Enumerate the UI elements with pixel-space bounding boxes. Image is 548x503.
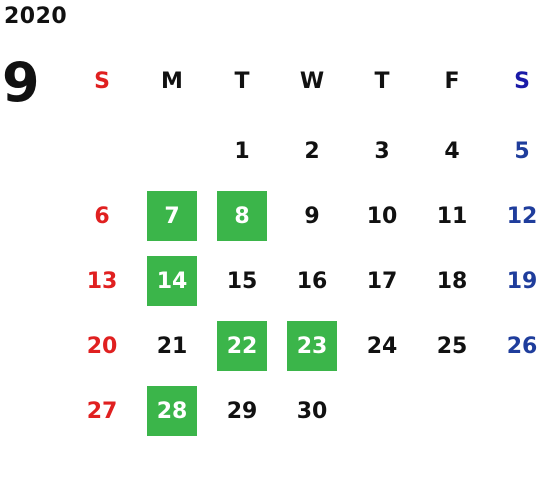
day-cell[interactable]: 15 bbox=[226, 268, 258, 294]
day-cell[interactable]: 2 bbox=[304, 138, 320, 164]
day-cell[interactable]: 5 bbox=[514, 138, 530, 164]
day-cell[interactable]: 11 bbox=[436, 203, 468, 229]
weekday-friday: F bbox=[444, 68, 460, 94]
day-cell[interactable]: 9 bbox=[304, 203, 320, 229]
day-cell[interactable]: 25 bbox=[436, 333, 468, 359]
day-cell-highlighted[interactable]: 23 bbox=[287, 321, 337, 371]
weekday-thursday: T bbox=[374, 68, 390, 94]
day-cell[interactable]: 20 bbox=[86, 333, 118, 359]
weekday-wednesday: W bbox=[299, 68, 325, 94]
day-cell-highlighted[interactable]: 14 bbox=[147, 256, 197, 306]
weekday-saturday: S bbox=[514, 68, 530, 94]
day-cell[interactable]: 30 bbox=[296, 398, 328, 424]
weekday-sunday: S bbox=[94, 68, 110, 94]
day-cell-highlighted[interactable]: 22 bbox=[217, 321, 267, 371]
day-cell[interactable]: 10 bbox=[366, 203, 398, 229]
day-cell[interactable]: 19 bbox=[506, 268, 538, 294]
day-cell[interactable]: 13 bbox=[86, 268, 118, 294]
day-cell[interactable]: 1 bbox=[234, 138, 250, 164]
day-cell[interactable]: 6 bbox=[94, 203, 110, 229]
day-cell[interactable]: 29 bbox=[226, 398, 258, 424]
weekday-monday: M bbox=[161, 68, 183, 94]
day-cell[interactable]: 18 bbox=[436, 268, 468, 294]
day-cell[interactable]: 3 bbox=[374, 138, 390, 164]
day-cell[interactable]: 21 bbox=[156, 333, 188, 359]
day-cell[interactable]: 26 bbox=[506, 333, 538, 359]
day-cell[interactable]: 16 bbox=[296, 268, 328, 294]
day-cell[interactable]: 17 bbox=[366, 268, 398, 294]
month-label: 9 bbox=[2, 51, 40, 114]
day-cell[interactable]: 24 bbox=[366, 333, 398, 359]
day-cell[interactable]: 4 bbox=[444, 138, 460, 164]
year-label: 2020 bbox=[4, 4, 68, 29]
day-cell-highlighted[interactable]: 8 bbox=[217, 191, 267, 241]
day-cell[interactable]: 27 bbox=[86, 398, 118, 424]
day-cell-highlighted[interactable]: 7 bbox=[147, 191, 197, 241]
day-cell-highlighted[interactable]: 28 bbox=[147, 386, 197, 436]
day-cell[interactable]: 12 bbox=[506, 203, 538, 229]
weekday-tuesday: T bbox=[234, 68, 250, 94]
